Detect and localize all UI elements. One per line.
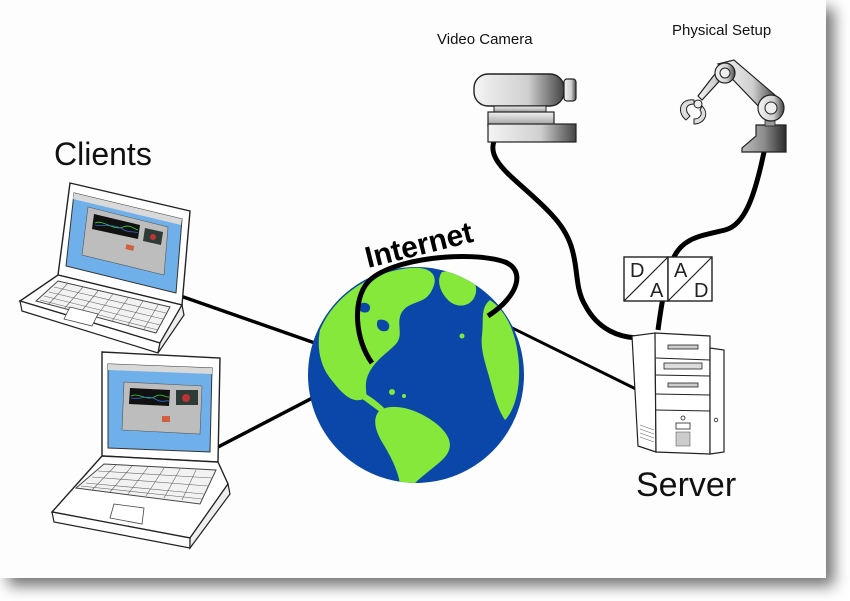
laptop-client-2[interactable] — [50, 351, 231, 550]
converter-da-top: D — [630, 260, 644, 282]
globe-icon — [308, 267, 524, 483]
server-label: Server — [636, 466, 737, 504]
converter-ad-bottom: D — [694, 280, 708, 302]
trackpad — [63, 306, 99, 327]
video-camera-label: Video Camera — [437, 31, 533, 48]
trackpad — [109, 503, 145, 525]
server-icon[interactable] — [631, 332, 725, 455]
physical-setup-label: Physical Setup — [672, 22, 772, 39]
robot-arm-icon — [679, 59, 787, 153]
converter-da: D A — [623, 256, 669, 302]
video-camera-icon — [473, 73, 577, 143]
converter-da-bottom: A — [650, 280, 664, 302]
robot-cable — [655, 151, 767, 331]
clients-label: Clients — [54, 136, 152, 172]
laptop-client-1[interactable] — [18, 182, 191, 354]
internet-arc — [355, 253, 520, 365]
link-internet-server — [487, 314, 643, 394]
camera-cable — [490, 132, 641, 341]
converter-ad-top: A — [674, 260, 688, 282]
converter-ad: A D — [667, 256, 713, 302]
internet-label: Internet — [362, 216, 477, 275]
